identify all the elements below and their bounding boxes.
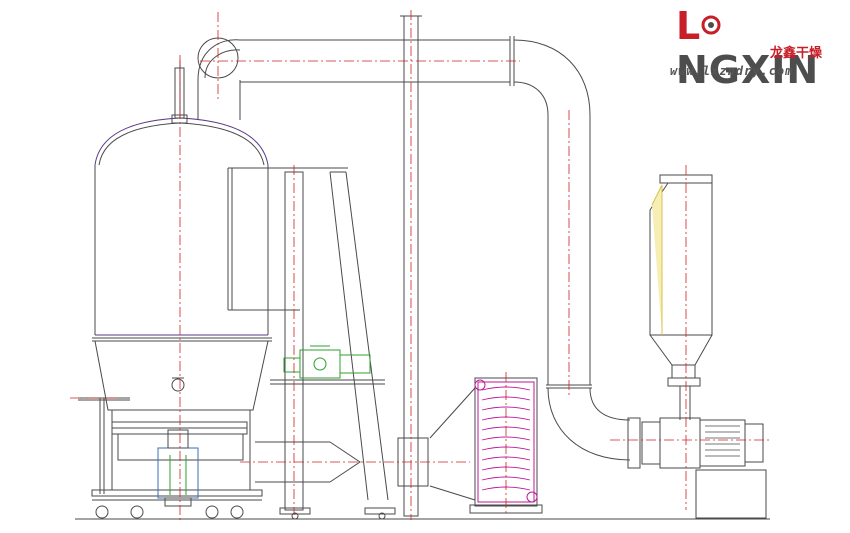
- logo-website: www.lxzndry.com: [670, 64, 794, 78]
- logo-brand-text: NGXIN: [676, 48, 820, 92]
- fan-motor-icon: [627, 417, 767, 519]
- discharge-pump-icon: [157, 429, 199, 507]
- logo-ring-icon: [701, 15, 721, 35]
- bag-filter-housing: [197, 80, 300, 311]
- logo-letter-l: L: [676, 4, 702, 48]
- logo-chinese-name: 龙鑫干燥: [770, 46, 823, 61]
- dryer-vessel-icon: [78, 60, 272, 494]
- gear-motor-icon: [283, 345, 371, 379]
- air-inlet-duct: [255, 387, 476, 501]
- exhaust-duct: [197, 36, 631, 461]
- cyclone-icon: [649, 174, 713, 420]
- centerlines: [70, 10, 770, 520]
- brand-logo: LNGXIN: [676, 4, 850, 92]
- inclined-conveyor: [268, 167, 396, 520]
- dryer-support-frame: [91, 410, 263, 519]
